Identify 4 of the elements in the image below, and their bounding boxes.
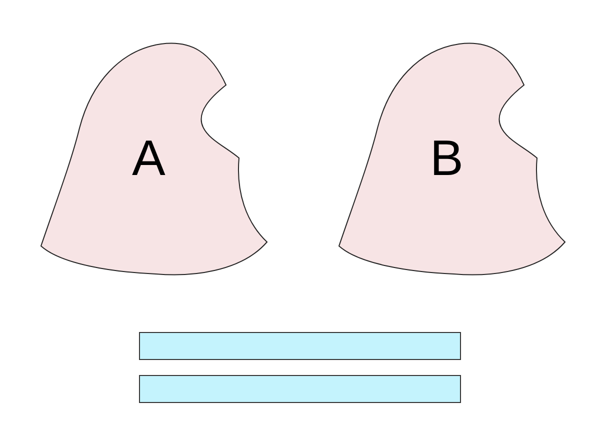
bar [139,375,461,403]
shape-label: B [430,133,464,183]
shape-label: A [132,133,166,183]
bar [139,332,461,360]
